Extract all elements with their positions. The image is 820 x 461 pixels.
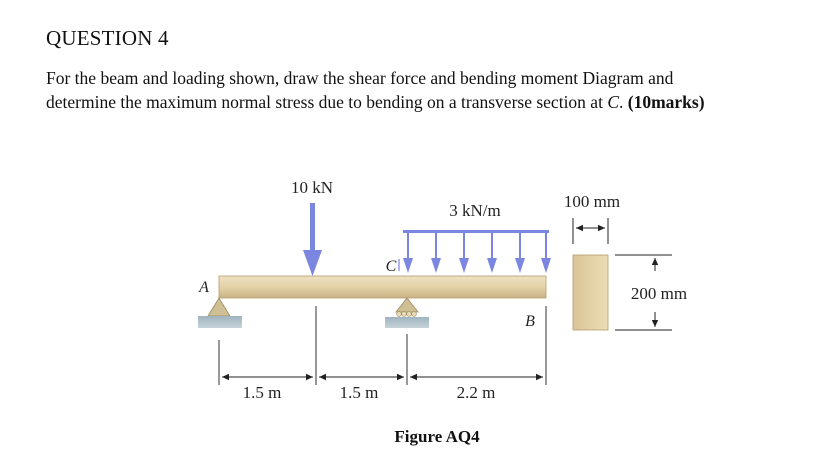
question-point-c: C [607, 92, 619, 112]
figure-caption: Figure AQ4 [394, 427, 480, 446]
span-1-label: 1.5 m [243, 383, 282, 402]
point-load-arrow [303, 203, 322, 276]
roller-support [385, 297, 429, 328]
point-b-label: B [525, 313, 535, 330]
section-height-label: 200 mm [631, 284, 687, 303]
beam-cross-section [572, 254, 609, 331]
question-marks: (10marks) [627, 92, 705, 112]
point-a-label: A [198, 279, 209, 296]
dimension-extension-lines [218, 306, 547, 385]
span-3-label: 2.2 m [457, 383, 496, 402]
point-c-label: C [386, 258, 397, 275]
beam [218, 275, 547, 299]
section-width-label: 100 mm [564, 192, 620, 211]
question-text-line1: For the beam and loading shown, draw the… [46, 68, 674, 88]
distributed-load [403, 230, 551, 273]
section-width-dimension [572, 218, 609, 244]
question-text: For the beam and loading shown, draw the… [46, 66, 806, 114]
pin-support-a [198, 297, 242, 328]
section-height-dimension [615, 254, 672, 331]
span-2-label: 1.5 m [340, 383, 379, 402]
section-height-label-bg [620, 282, 698, 304]
distributed-load-label: 3 kN/m [449, 201, 500, 220]
question-text-line2: determine the maximum normal stress due … [46, 92, 608, 112]
point-load-label: 10 kN [291, 178, 333, 197]
question-heading: QUESTION 4 [46, 26, 169, 50]
question-text-period: . [619, 92, 628, 112]
